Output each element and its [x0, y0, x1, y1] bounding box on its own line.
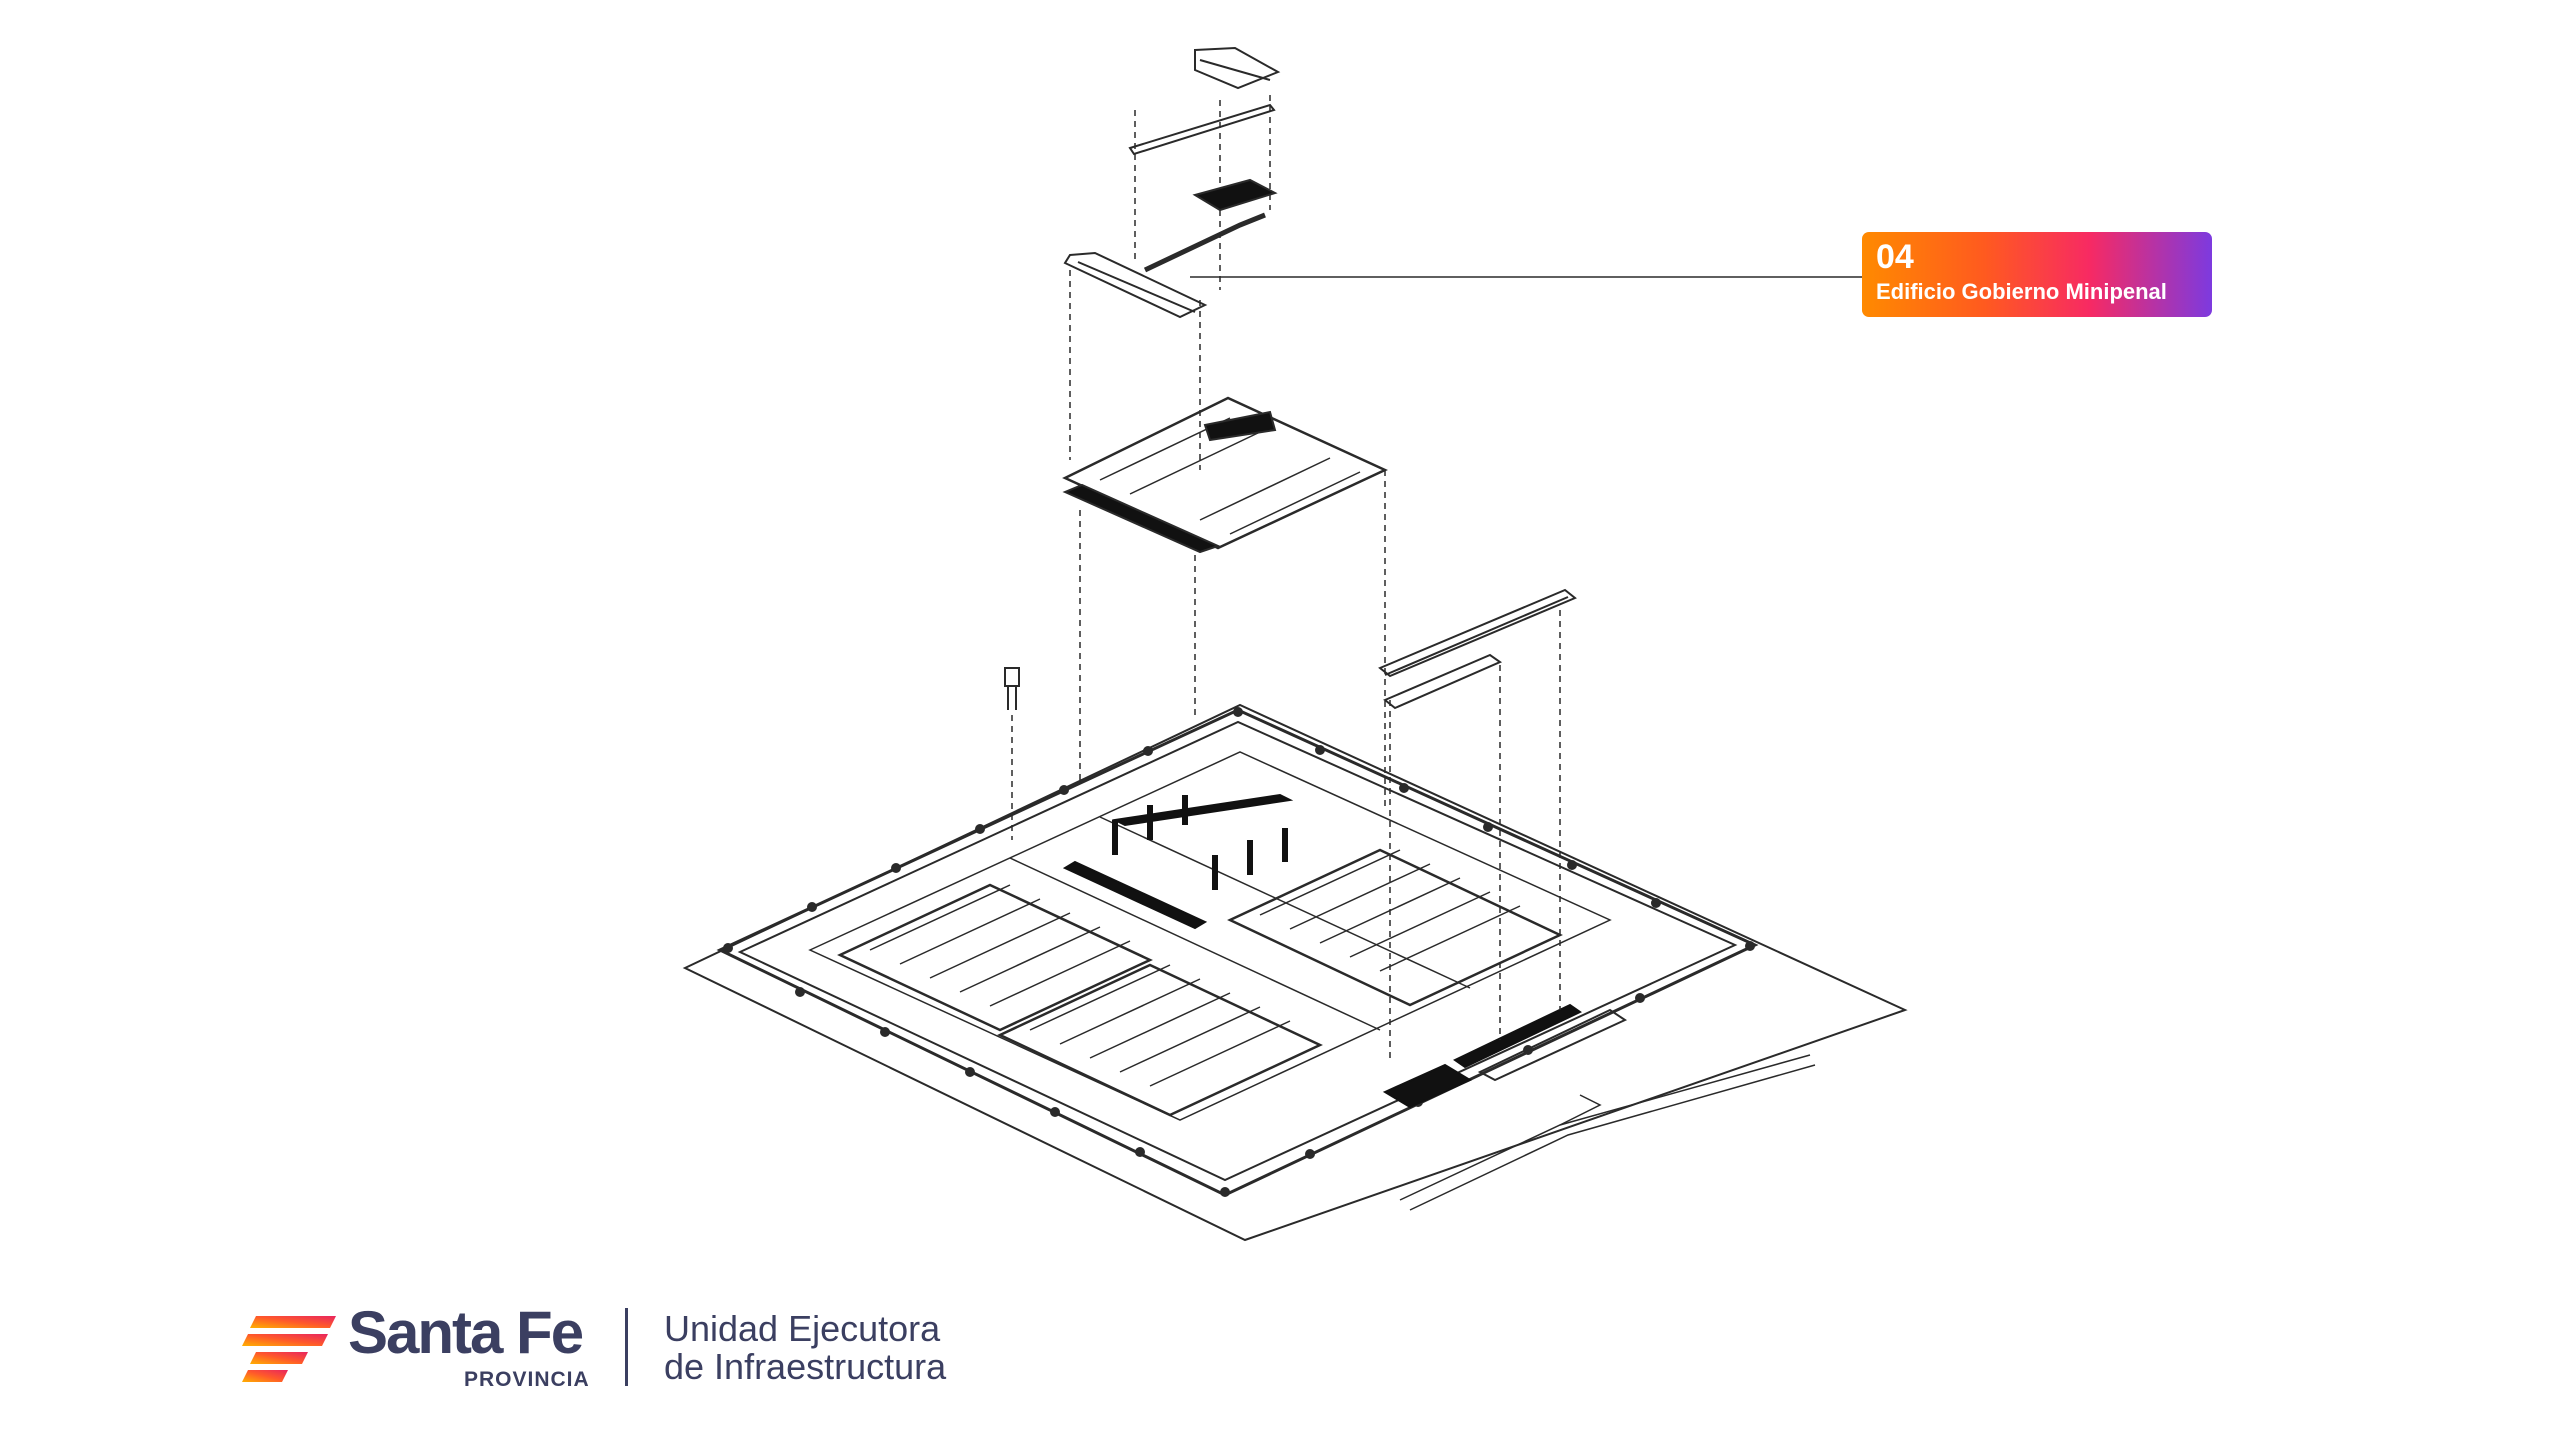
brand-name: Santa Fe — [348, 1299, 584, 1366]
government-building-footprint — [1062, 793, 1294, 930]
internal-roads — [808, 751, 1612, 1121]
santa-fe-logo-icon — [242, 1316, 336, 1382]
watchtowers — [723, 707, 1755, 1197]
projection-lines — [1011, 95, 1561, 1060]
callout-number: 04 — [1876, 238, 1914, 276]
exploded-roof-module — [1128, 46, 1281, 212]
exploded-service-bars — [1378, 588, 1577, 710]
brand-subtitle: PROVINCIA — [464, 1368, 590, 1391]
site-ground-plane — [682, 703, 1908, 1242]
unit-name-line-2: de Infraestructura — [664, 1346, 947, 1387]
callout-label: Edificio Gobierno Minipenal — [1876, 279, 2167, 304]
exploded-government-building — [1063, 212, 1266, 319]
exploded-housing-level — [1062, 396, 1388, 554]
footer-branding: Santa Fe PROVINCIA Unidad Ejecutora de I… — [238, 1298, 998, 1398]
unit-name: Unidad Ejecutora de Infraestructura — [664, 1310, 946, 1386]
building-callout-04: 04 Edificio Gobierno Minipenal — [1862, 232, 2212, 317]
brand-divider — [625, 1308, 628, 1386]
unit-name-line-1: Unidad Ejecutora — [664, 1308, 941, 1349]
entrance-building — [1382, 1003, 1628, 1109]
housing-block-west — [837, 883, 1153, 1032]
water-tower — [1004, 667, 1020, 710]
perimeter-wall — [716, 708, 1759, 1197]
housing-block-east — [1227, 848, 1563, 1007]
housing-block-south — [997, 963, 1323, 1117]
access-road — [1399, 1054, 1816, 1211]
